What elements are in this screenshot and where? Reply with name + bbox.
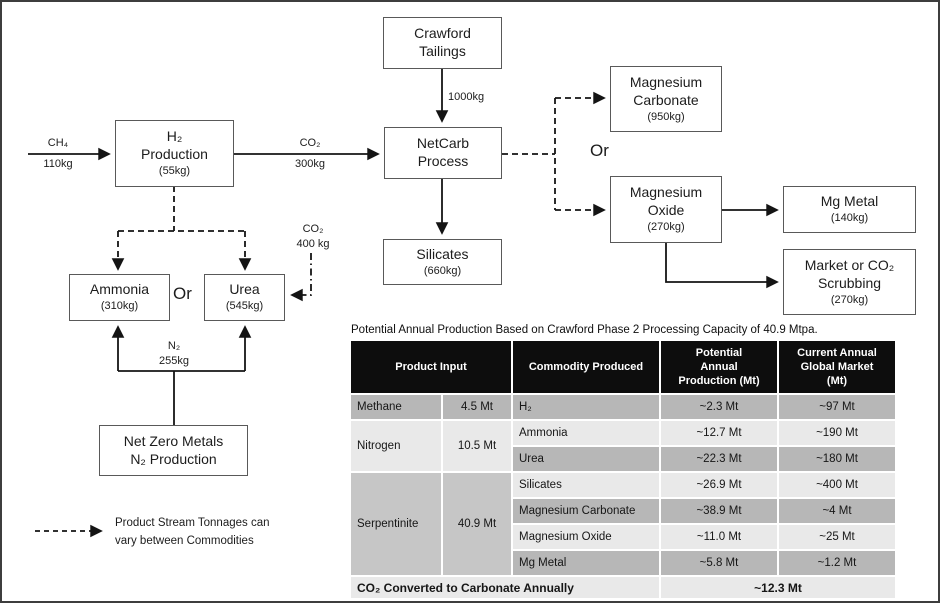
arrow-mgoxide-to-market bbox=[665, 243, 779, 289]
net-zero-metals-box: Net Zero Metals N₂ Production bbox=[99, 425, 248, 476]
ammonia-label: Ammonia bbox=[89, 281, 150, 298]
market-co2-scrubbing-box: Market or CO₂ Scrubbing (270kg) bbox=[783, 249, 916, 315]
table-row: Serpentinite 40.9 Mt Silicates ~26.9 Mt … bbox=[349, 471, 897, 577]
tailings-stream-amount: 1000kg bbox=[448, 91, 485, 103]
commodity-mg-metal: Mg Metal bbox=[511, 549, 661, 577]
header-product-input: Product Input bbox=[349, 339, 513, 395]
footer-co2-converted-value: ~12.3 Mt bbox=[659, 575, 897, 600]
production-mg-metal: ~5.8 Mt bbox=[659, 549, 779, 577]
header-potential-production: Potential Annual Production (Mt) bbox=[659, 339, 779, 395]
crawford-tailings-label: Crawford Tailings bbox=[414, 25, 471, 59]
h2-production-amount: (55kg) bbox=[158, 165, 191, 178]
silicates-label: Silicates bbox=[416, 245, 469, 262]
production-table: Product Input Commodity Produced Potenti… bbox=[349, 339, 897, 600]
line-netcarb-branch bbox=[502, 98, 556, 210]
input-serpentinite: Serpentinite bbox=[349, 471, 443, 577]
production-table-section: Potential Annual Production Based on Cra… bbox=[349, 323, 897, 600]
commodity-h2: H₂ bbox=[511, 393, 661, 421]
commodity-silicates: Silicates bbox=[511, 471, 661, 499]
production-ammonia: ~12.7 Mt bbox=[659, 419, 779, 447]
input-nitrogen: Nitrogen bbox=[349, 419, 443, 473]
commodity-urea: Urea bbox=[511, 445, 661, 473]
market-mag-carbonate: ~4 Mt bbox=[777, 497, 897, 525]
silicates-box: Silicates (660kg) bbox=[383, 239, 502, 285]
market-ammonia: ~190 Mt bbox=[777, 419, 897, 447]
urea-amount: (545kg) bbox=[225, 300, 264, 313]
input-serpentinite-amount: 40.9 Mt bbox=[441, 471, 513, 577]
netcarb-process-box: NetCarb Process bbox=[384, 127, 502, 179]
table-row: Methane 4.5 Mt H₂ ~2.3 Mt ~97 Mt bbox=[349, 393, 897, 421]
market-co2-scrubbing-amount: (270kg) bbox=[830, 293, 869, 306]
market-co2-scrubbing-label: Market or CO₂ Scrubbing bbox=[804, 256, 895, 291]
legend-text: Product Stream Tonnages can vary between… bbox=[115, 517, 270, 547]
magnesium-oxide-box: Magnesium Oxide (270kg) bbox=[610, 176, 722, 243]
crawford-tailings-box: Crawford Tailings bbox=[383, 17, 502, 69]
table-footer-row: CO₂ Converted to Carbonate Annually ~12.… bbox=[349, 575, 897, 600]
production-urea: ~22.3 Mt bbox=[659, 445, 779, 473]
production-h2: ~2.3 Mt bbox=[659, 393, 779, 421]
market-silicates: ~400 Mt bbox=[777, 471, 897, 499]
magnesium-carbonate-box: Magnesium Carbonate (950kg) bbox=[610, 66, 722, 132]
production-mag-carbonate: ~38.9 Mt bbox=[659, 497, 779, 525]
commodity-mag-oxide: Magnesium Oxide bbox=[511, 523, 661, 551]
or-label-left: Or bbox=[173, 284, 192, 303]
table-row: Nitrogen 10.5 Mt Ammonia ~12.7 Mt ~190 M… bbox=[349, 419, 897, 473]
n2-stream-amount: 255kg bbox=[159, 355, 189, 367]
input-methane: Methane bbox=[349, 393, 443, 421]
ammonia-amount: (310kg) bbox=[100, 300, 139, 313]
silicates-amount: (660kg) bbox=[423, 264, 462, 277]
urea-box: Urea (545kg) bbox=[204, 274, 285, 321]
table-header-row: Product Input Commodity Produced Potenti… bbox=[349, 339, 897, 395]
or-label-right: Or bbox=[590, 141, 609, 160]
input-nitrogen-amount: 10.5 Mt bbox=[441, 419, 513, 473]
magnesium-carbonate-amount: (950kg) bbox=[647, 110, 685, 123]
magnesium-carbonate-label: Magnesium Carbonate bbox=[629, 73, 703, 108]
mg-metal-amount: (140kg) bbox=[830, 212, 869, 225]
magnesium-oxide-amount: (270kg) bbox=[647, 221, 685, 234]
table-row: Magnesium Oxide ~11.0 Mt ~25 Mt bbox=[350, 523, 897, 551]
market-h2: ~97 Mt bbox=[777, 393, 897, 421]
n2-stream-label: N₂ bbox=[167, 340, 181, 352]
commodity-ammonia: Ammonia bbox=[511, 419, 661, 447]
header-commodity-produced: Commodity Produced bbox=[511, 339, 661, 395]
production-mag-oxide: ~11.0 Mt bbox=[659, 523, 779, 551]
commodity-mag-carbonate: Magnesium Carbonate bbox=[511, 497, 661, 525]
market-mg-metal: ~1.2 Mt bbox=[777, 549, 897, 577]
table-row: Magnesium Carbonate ~38.9 Mt ~4 Mt bbox=[350, 497, 897, 525]
h2-production-label: H₂ Production bbox=[141, 128, 208, 163]
table-row: Urea ~22.3 Mt ~180 Mt bbox=[350, 445, 897, 473]
mg-metal-label: Mg Metal bbox=[820, 193, 879, 210]
urea-label: Urea bbox=[229, 281, 260, 298]
co2-stream-amount: 300kg bbox=[295, 158, 325, 170]
mg-metal-box: Mg Metal (140kg) bbox=[783, 186, 916, 233]
net-zero-metals-label: Net Zero Metals N₂ Production bbox=[123, 432, 224, 467]
input-methane-amount: 4.5 Mt bbox=[441, 393, 513, 421]
header-global-market: Current Annual Global Market (Mt) bbox=[777, 339, 897, 395]
magnesium-oxide-label: Magnesium Oxide bbox=[629, 184, 703, 219]
ch4-stream-label: CH₄ bbox=[47, 137, 69, 149]
co2-urea-label: CO₂ bbox=[302, 223, 324, 235]
ch4-stream-amount: 110kg bbox=[43, 158, 73, 170]
arrow-co2-to-urea bbox=[290, 253, 312, 302]
co2-urea-amount: 400 kg bbox=[296, 238, 330, 250]
production-silicates: ~26.9 Mt bbox=[659, 471, 779, 499]
ammonia-box: Ammonia (310kg) bbox=[69, 274, 170, 321]
h2-production-box: H₂ Production (55kg) bbox=[115, 120, 234, 187]
footer-co2-converted-label: CO₂ Converted to Carbonate Annually bbox=[349, 575, 661, 600]
table-title: Potential Annual Production Based on Cra… bbox=[351, 324, 818, 336]
co2-stream-label: CO₂ bbox=[299, 137, 321, 149]
market-urea: ~180 Mt bbox=[777, 445, 897, 473]
table-row: Mg Metal ~5.8 Mt ~1.2 Mt bbox=[350, 549, 897, 577]
netcarb-process-label: NetCarb Process bbox=[416, 135, 470, 169]
market-mag-oxide: ~25 Mt bbox=[777, 523, 897, 551]
